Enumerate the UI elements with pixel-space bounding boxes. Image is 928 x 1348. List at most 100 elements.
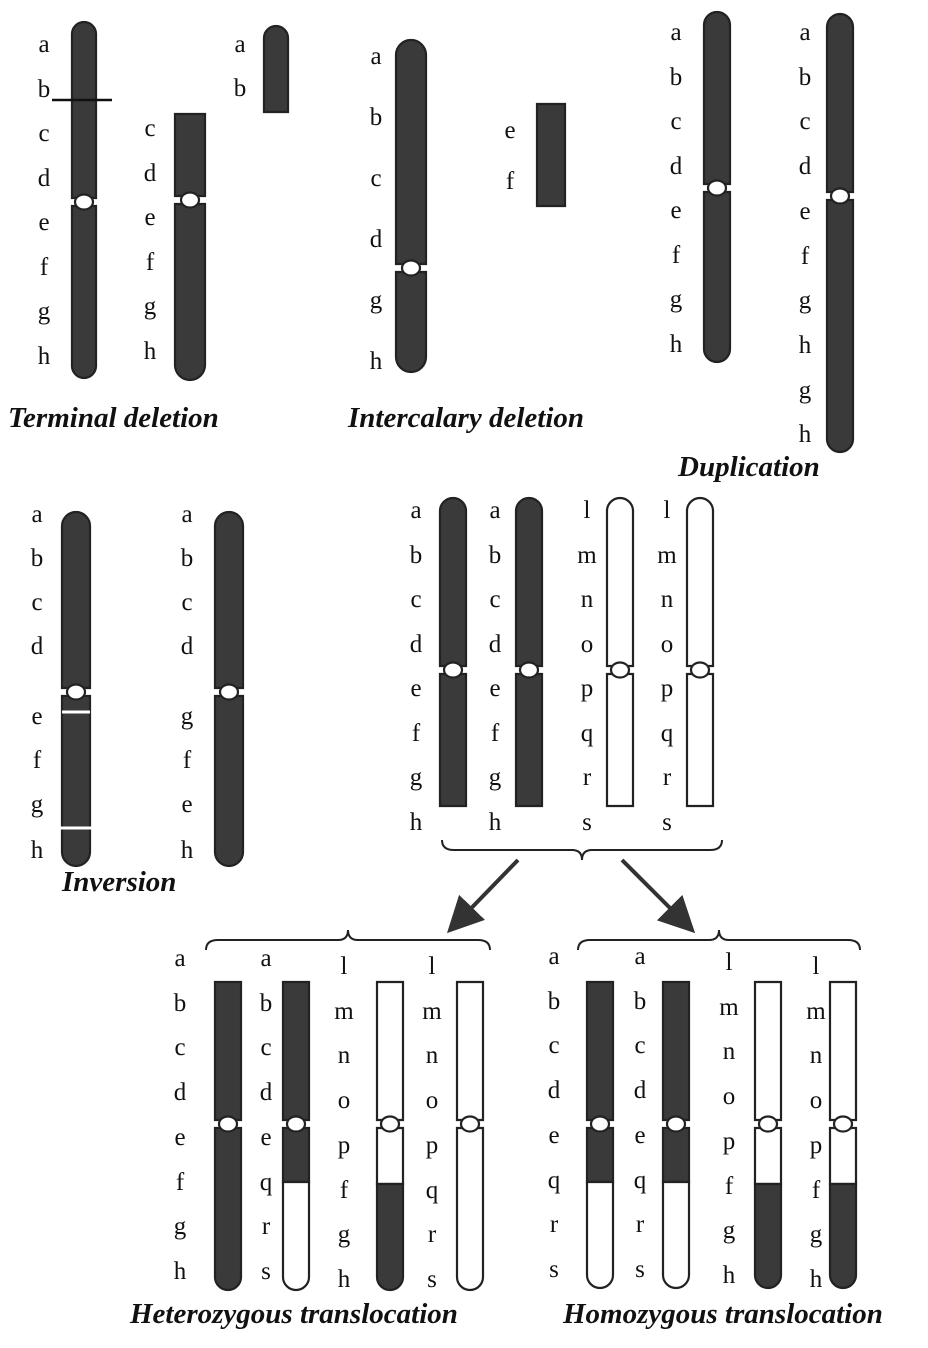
hetero-chrom4-gene-label: l <box>428 953 436 980</box>
terminal-deleted-gene-label: d <box>143 159 157 187</box>
parent-chrom4-gene-label: o <box>660 630 674 658</box>
hetero-chrom3-gene-label: g <box>337 1221 351 1249</box>
duplication-normal-gene-label: c <box>670 108 682 135</box>
hetero-chrom1-gene-label: f <box>175 1168 185 1196</box>
inversion-normal-gene-label: f <box>32 747 42 774</box>
homo-chrom2-gene-label: d <box>633 1077 647 1105</box>
homo-chrom2-gene-label: e <box>634 1121 646 1149</box>
hetero-chrom1-gene-label: b <box>173 989 187 1017</box>
hetero-chrom1-gene-label: a <box>174 945 186 972</box>
parent-chrom4-gene-label: n <box>660 586 674 613</box>
inversion-normal-gene-label: g <box>30 791 44 818</box>
parent-chrom3-gene-label: p <box>580 675 594 702</box>
homo-chrom3-gene-label: o <box>722 1083 736 1111</box>
duplication-normal-gene-label: g <box>669 286 683 313</box>
parent-chrom2-gene-label: a <box>489 497 501 524</box>
inversion-normal-gene-label: a <box>31 501 43 528</box>
homo-chrom2-gene-label: a <box>634 943 646 970</box>
duplication-normal-gene-label: f <box>671 241 681 269</box>
hetero-chrom3-gene-label: n <box>337 1042 351 1070</box>
parent-chrom1-gene-label: c <box>410 586 422 613</box>
terminal-deleted-gene-label: c <box>144 115 156 142</box>
hetero-chrom3-gene-label: m <box>334 997 354 1025</box>
parent-chrom1-gene-label: a <box>410 497 422 524</box>
hetero-chrom1-gene-label: g <box>173 1213 187 1241</box>
terminal-deleted-gene-label: f <box>145 248 155 276</box>
hetero-chrom4-gene-label: s <box>427 1265 437 1293</box>
hetero-chrom1-gene-label: e <box>174 1123 186 1151</box>
duplication-duplicated-gene-label: d <box>798 153 812 181</box>
terminal-normal-gene-label: f <box>39 253 49 281</box>
homo-chrom2-gene-label: s <box>635 1255 645 1283</box>
inversion-inverted-gene-label: e <box>181 791 193 818</box>
parent-chrom1-gene-label: d <box>409 630 423 658</box>
homo-chrom4-gene-label: l <box>812 953 820 980</box>
terminal-normal-gene-label: e <box>38 209 50 236</box>
duplication-duplicated-gene-label: h <box>798 421 812 449</box>
hetero-chrom1-gene-label: d <box>173 1079 187 1107</box>
intercalary-fragment-gene-label: f <box>505 168 515 195</box>
terminal-fragment-gene-label: a <box>234 31 246 58</box>
inversion-normal-gene-label: b <box>30 545 44 572</box>
duplication-normal-gene-label: h <box>669 330 683 358</box>
parent-chrom2-gene-label: g <box>488 764 502 791</box>
homo-chrom1-gene-label: a <box>548 943 560 970</box>
hetero-chrom2-gene-label: d <box>259 1079 273 1107</box>
homo-chrom3-gene-label: h <box>722 1261 736 1289</box>
intercalary-deleted-gene-label: g <box>369 287 383 314</box>
homozygous-translocation-title: Homozygous translocation <box>563 1298 883 1330</box>
homo-chrom3-gene-label: f <box>724 1172 734 1200</box>
terminal-normal-gene-label: h <box>37 342 51 370</box>
homo-chrom2-gene-label: q <box>633 1166 647 1194</box>
inversion-title: Inversion <box>62 866 177 898</box>
parent-chrom4-gene-label: s <box>662 808 672 836</box>
parent-chrom3-gene-label: s <box>582 808 592 836</box>
duplication-duplicated-gene-label: e <box>799 197 811 225</box>
homo-chrom3-gene-label: n <box>722 1038 736 1066</box>
terminal-normal-gene-label: b <box>37 75 51 103</box>
heterozygous-translocation-title: Heterozygous translocation <box>130 1298 458 1330</box>
terminal-normal-gene-label: g <box>37 298 51 325</box>
duplication-duplicated-gene-label: a <box>799 19 811 46</box>
inversion-inverted-gene-label: g <box>180 703 194 730</box>
hetero-chrom2-gene-label: q <box>259 1168 273 1196</box>
duplication-duplicated-gene-label: f <box>800 242 810 270</box>
terminal-deleted-gene-label: g <box>143 293 157 320</box>
intercalary-deleted-gene-label: d <box>369 226 383 253</box>
terminal-normal-gene-label: a <box>38 31 50 58</box>
parent-chrom4-gene-label: q <box>660 719 674 747</box>
duplication-normal-gene-label: b <box>669 63 683 91</box>
homo-chrom2-gene-label: c <box>634 1032 646 1060</box>
hetero-chrom2-gene-label: s <box>261 1257 271 1285</box>
parent-chrom1-gene-label: b <box>409 541 423 569</box>
homo-chrom4-gene-label: o <box>809 1087 823 1115</box>
terminal-deleted-gene-label: h <box>143 337 157 365</box>
terminal-normal-gene-label: c <box>38 120 50 147</box>
parent-chrom2-gene-label: e <box>489 675 501 702</box>
inversion-inverted-gene-label: h <box>180 837 194 864</box>
hetero-chrom1-gene-label: c <box>174 1034 186 1062</box>
inversion-normal-gene-label: e <box>31 703 43 730</box>
duplication-title: Duplication <box>678 451 820 483</box>
parent-chrom4-gene-label: l <box>663 497 671 524</box>
parent-chrom2-gene-label: f <box>490 719 500 747</box>
terminal-deleted-gene-label: e <box>144 204 156 231</box>
parent-chrom4-gene-label: p <box>660 675 674 702</box>
parent-chrom4-gene-label: r <box>662 764 672 791</box>
homo-chrom1-gene-label: e <box>548 1121 560 1149</box>
duplication-duplicated-gene-label: h <box>798 331 812 359</box>
parent-chrom3-gene-label: q <box>580 719 594 747</box>
homo-chrom2-gene-label: b <box>633 987 647 1015</box>
homo-chrom1-gene-label: b <box>547 987 561 1015</box>
parent-chrom3-gene-label: m <box>577 541 597 569</box>
hetero-chrom3-gene-label: p <box>337 1131 351 1159</box>
intercalary-fragment-gene-label: e <box>504 117 516 144</box>
homo-chrom1-gene-label: q <box>547 1166 561 1194</box>
hetero-chrom3-gene-label: h <box>337 1265 351 1293</box>
hetero-chrom2-gene-label: b <box>259 989 273 1017</box>
intercalary-deleted-gene-label: c <box>370 165 382 192</box>
duplication-duplicated-gene-label: g <box>798 287 812 315</box>
hetero-chrom2-gene-label: a <box>260 945 272 972</box>
